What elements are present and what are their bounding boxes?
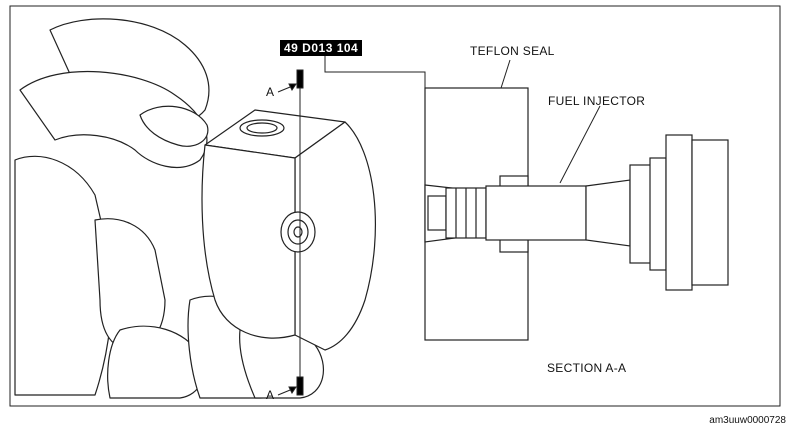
label-section: SECTION A-A bbox=[547, 361, 627, 375]
label-section-mark-top: A bbox=[266, 85, 275, 99]
injector-body bbox=[485, 185, 587, 241]
figure-frame bbox=[9, 5, 781, 407]
section-view bbox=[424, 87, 729, 341]
label-teflon-seal: TEFLON SEAL bbox=[470, 44, 555, 58]
label-section-mark-bottom: A bbox=[266, 388, 275, 402]
block-side-face bbox=[201, 144, 296, 339]
injector-tip bbox=[427, 195, 447, 231]
tool-number-badge: 49 D013 104 bbox=[280, 40, 363, 56]
section-line bbox=[277, 69, 304, 396]
block-front-face bbox=[294, 121, 377, 351]
image-id: am3uuw0000728 bbox=[709, 415, 786, 426]
tool-block bbox=[201, 109, 377, 351]
label-fuel-injector: FUEL INJECTOR bbox=[548, 94, 646, 108]
hand-illustration bbox=[14, 18, 324, 399]
